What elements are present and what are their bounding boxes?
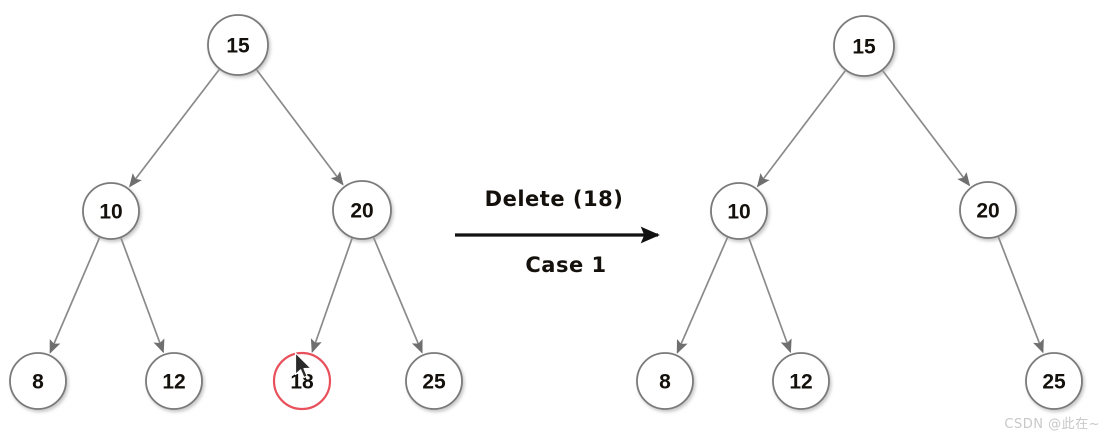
tree-edge-15-to-20 [255, 69, 344, 186]
left-tree-edges [49, 69, 423, 354]
node-value-label: 10 [727, 201, 750, 224]
node-value-label: 25 [1042, 371, 1066, 394]
node-value-label: 15 [226, 35, 250, 58]
right-tree-nodes: 15 10 20 8 12 25 [636, 15, 1083, 410]
tree-edge-20-to-18 [310, 238, 353, 354]
tree-edge-15-to-20 [882, 70, 971, 187]
node-value-label: 12 [789, 371, 812, 394]
node-value-label: 12 [162, 371, 185, 394]
tree-edge-10-to-8 [676, 237, 729, 354]
node-value-label: 25 [422, 371, 446, 394]
node-circle[interactable] [332, 180, 392, 240]
node-value-label: 18 [290, 371, 314, 394]
tree-edge-10-to-8 [49, 237, 101, 354]
csdn-watermark: CSDN @此在~ [1004, 417, 1100, 432]
tree-node-8[interactable]: 8 [9, 352, 67, 410]
tree-edge-10-to-12 [120, 237, 165, 354]
tree-node-15[interactable]: 15 [207, 14, 269, 76]
tree-node-10[interactable]: 10 [710, 182, 768, 240]
node-circle[interactable] [145, 352, 203, 410]
delete-operation-label: Delete (18) [485, 187, 624, 211]
tree-node-25[interactable]: 25 [405, 352, 463, 410]
case-label: Case 1 [525, 253, 606, 277]
tree-node-10[interactable]: 10 [82, 182, 140, 240]
node-circle[interactable] [772, 352, 830, 410]
node-value-label: 15 [852, 36, 876, 59]
node-circle[interactable] [710, 182, 768, 240]
tree-edge-15-to-10 [129, 69, 220, 188]
node-circle[interactable] [959, 181, 1017, 239]
left-tree-nodes: 15 10 20 8 12 18 25 [9, 14, 463, 411]
tree-node-8[interactable]: 8 [636, 352, 694, 410]
tree-node-12[interactable]: 12 [145, 352, 203, 410]
node-value-label: 10 [99, 201, 122, 224]
right-tree-edges [676, 70, 1044, 354]
tree-node-20[interactable]: 20 [959, 181, 1017, 239]
tree-node-25[interactable]: 25 [1025, 352, 1083, 410]
tree-node-18[interactable]: 18 [272, 351, 332, 411]
node-circle[interactable] [9, 352, 67, 410]
node-value-label: 8 [32, 371, 44, 394]
tree-node-20[interactable]: 20 [332, 180, 392, 240]
node-circle[interactable] [833, 15, 895, 77]
tree-edge-15-to-10 [756, 70, 846, 188]
node-value-label: 20 [350, 200, 373, 223]
node-circle[interactable] [636, 352, 694, 410]
node-value-label: 20 [976, 200, 999, 223]
tree-edge-10-to-12 [748, 237, 792, 354]
node-circle[interactable] [1025, 352, 1083, 410]
node-circle[interactable] [207, 14, 269, 76]
tree-node-15[interactable]: 15 [833, 15, 895, 77]
node-value-label: 8 [659, 371, 671, 394]
node-circle[interactable] [82, 182, 140, 240]
operation-annotation: Delete (18) Case 1 [455, 187, 660, 277]
node-circle[interactable] [405, 352, 463, 410]
tree-edge-20-to-25 [997, 236, 1044, 354]
tree-node-12[interactable]: 12 [772, 352, 830, 410]
tree-edge-20-to-25 [372, 237, 423, 354]
